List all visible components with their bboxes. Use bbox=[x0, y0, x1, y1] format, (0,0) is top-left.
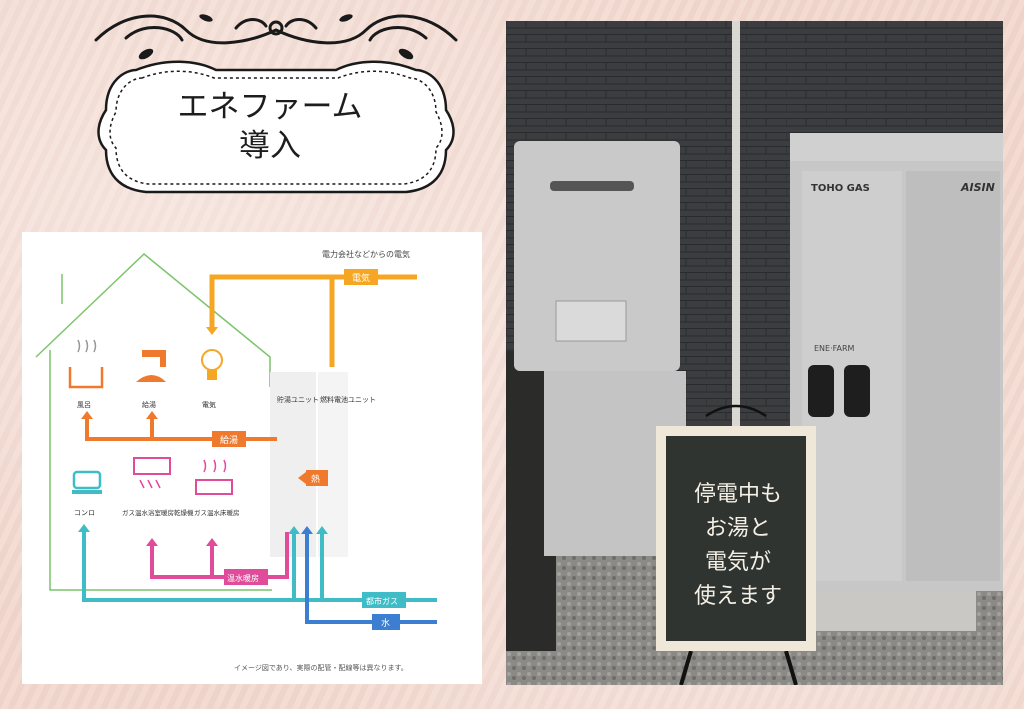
hot-water-label: 給湯 bbox=[220, 434, 238, 446]
chalkboard bbox=[666, 436, 806, 641]
water-badge bbox=[372, 614, 400, 630]
sign-line-4: 使えます bbox=[693, 584, 782, 609]
pot-icon bbox=[72, 470, 102, 494]
city-gas-label: 都市ガス bbox=[366, 596, 398, 606]
lightbulb-icon bbox=[201, 349, 223, 380]
sign-line-2: お湯と bbox=[704, 516, 771, 541]
title-line-1: エネファーム bbox=[177, 89, 363, 125]
unit-storage-label: 貯湯ユニット bbox=[277, 395, 319, 404]
page-title: エネファーム 導入 bbox=[150, 88, 390, 166]
fuelcell-unit-box bbox=[318, 372, 348, 557]
storage-unit-box bbox=[270, 372, 316, 557]
appliance-bottom-1: コンロ bbox=[74, 509, 95, 517]
unit-fuelcell-label: 燃料電池ユニット bbox=[320, 395, 376, 404]
enefarm-unit bbox=[790, 133, 1003, 631]
city-gas-badge bbox=[362, 592, 406, 608]
diagram-note: イメージ図であり、実際の配管・配線等は異なります。 bbox=[234, 663, 408, 672]
hot-water-badge bbox=[212, 431, 246, 447]
title-line-2: 導入 bbox=[239, 128, 301, 164]
brand-right: AISIN bbox=[960, 181, 995, 194]
water-label: 水 bbox=[381, 617, 390, 629]
appliance-top-3: 電気 bbox=[202, 400, 216, 409]
enefarm-system-diagram: 貯湯ユニット 燃料電池ユニット 電気 電力会社などからの電気 給湯 熱 温水暖房 bbox=[22, 232, 482, 684]
bath-icon bbox=[68, 339, 104, 389]
sign-line-3: 電気が bbox=[704, 550, 771, 575]
brand-left: TOHO GAS bbox=[811, 183, 870, 194]
floor-heating-icon bbox=[195, 459, 233, 495]
heating-label: 温水暖房 bbox=[227, 573, 259, 583]
title-ornament bbox=[94, 14, 458, 194]
chalkboard-message: 停電中も お湯と 電気が 使えます bbox=[663, 478, 813, 614]
installation-photo: TOHO GAS AISIN ENE·FARM bbox=[506, 21, 1003, 685]
heating-badge bbox=[224, 569, 268, 585]
appliance-bottom-2: ガス温水浴室暖房乾燥機 bbox=[122, 508, 194, 517]
appliance-top-2: 給湯 bbox=[142, 400, 156, 409]
electricity-badge bbox=[344, 269, 378, 285]
heat-label: 熱 bbox=[311, 473, 320, 485]
faucet-icon bbox=[136, 350, 166, 382]
appliance-top-1: 風呂 bbox=[77, 401, 91, 409]
electricity-label: 電気 bbox=[352, 272, 370, 284]
sign-line-1: 停電中も bbox=[693, 482, 782, 507]
bathroom-heater-icon bbox=[133, 457, 171, 489]
appliance-bottom-3: ガス温水床暖房 bbox=[194, 508, 240, 517]
heat-badge bbox=[306, 470, 328, 486]
product-logo: ENE·FARM bbox=[814, 344, 855, 353]
top-caption: 電力会社などからの電気 bbox=[322, 249, 410, 259]
